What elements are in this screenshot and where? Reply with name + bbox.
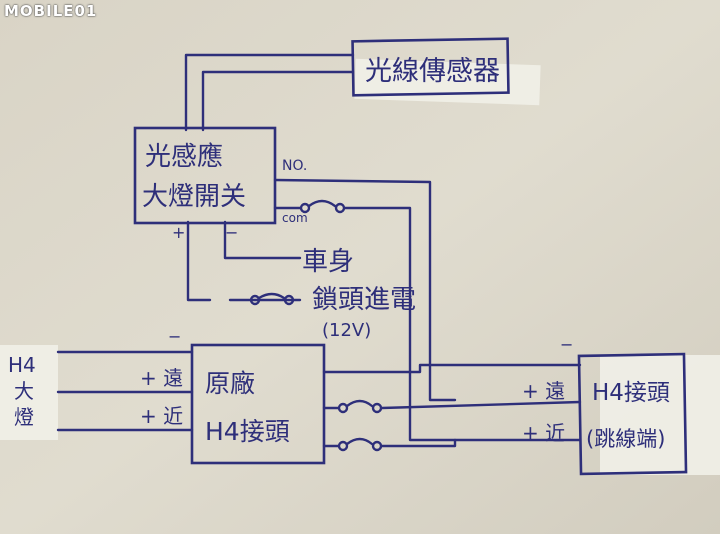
minus-in-label: − — [168, 327, 181, 346]
wire-ground — [223, 220, 302, 260]
contact-oem-low — [337, 437, 383, 452]
h4-output-label-1: H4接頭 — [592, 380, 670, 406]
sensor-switch-label-1: 光感應 — [145, 142, 223, 172]
contact-oem-mid — [337, 399, 383, 414]
light-sensor-box — [351, 37, 510, 97]
oem-h4-label-2: H4接頭 — [205, 417, 290, 446]
oem-h4-label-1: 原廠 — [205, 369, 255, 398]
com-label: com — [282, 211, 308, 225]
lock-power-label-1: 鎖頭進電 — [312, 285, 416, 315]
wire-oem-low-2 — [380, 438, 582, 448]
minus-label: − — [225, 223, 238, 242]
h4-left-label-1: H4 — [8, 353, 36, 377]
wire-oem-top — [322, 363, 582, 374]
wire-oem-mid-2 — [380, 400, 582, 410]
sensor-switch-label-2: 大燈開关 — [142, 182, 246, 212]
near-in-label: + 近 — [140, 404, 183, 428]
oem-h4-box — [190, 343, 326, 465]
h4-output-box — [577, 352, 688, 476]
wire-lock — [186, 220, 212, 302]
wire-sensor-b — [201, 70, 355, 132]
lock-power-label-2: (12V) — [322, 320, 371, 341]
tape-strip-left-label — [0, 345, 58, 440]
watermark-logo: MOBILE01 — [4, 2, 98, 20]
h4-left-label-3: 燈 — [14, 405, 34, 429]
wire-com-2 — [343, 206, 457, 442]
wire-sensor-a — [184, 53, 355, 132]
ground-label: 車身 — [302, 247, 354, 277]
light-sensor-label: 光線傳感器 — [365, 56, 500, 87]
h4-left-label-2: 大 — [14, 379, 34, 403]
contact-lock — [249, 292, 295, 306]
tape-strip-right — [600, 355, 720, 475]
h4-output-label-2: (跳線端) — [586, 427, 665, 451]
minus-out-label: − — [560, 335, 573, 354]
far-in-label: + 遠 — [140, 366, 183, 390]
no-label: NO. — [282, 158, 307, 174]
plus-label: + — [172, 223, 185, 242]
wire-no — [273, 178, 457, 402]
contact-com — [299, 199, 346, 214]
far-out-label: + 遠 — [522, 379, 565, 403]
near-out-label: + 近 — [522, 421, 565, 445]
sensor-switch-box — [133, 126, 277, 225]
